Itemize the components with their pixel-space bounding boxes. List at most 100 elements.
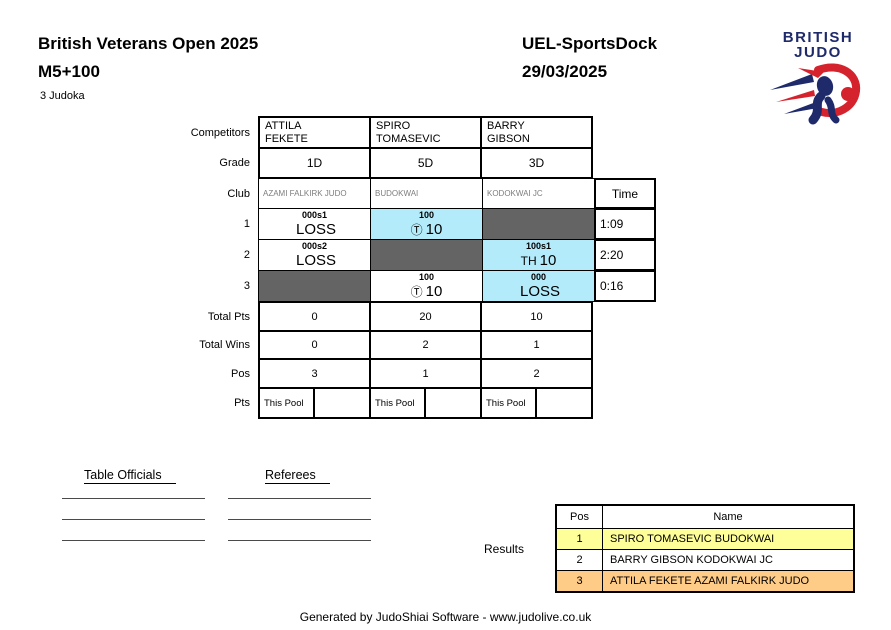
total-pts-cell: 20 [369,301,482,332]
competitor-first-name: BARRY [487,120,525,132]
total-wins-cell: 0 [258,330,371,360]
match-score-code: 100 [418,272,435,282]
row-label-total-wins: Total Wins [199,339,250,351]
pos-cell: 3 [258,358,371,389]
match-result-prefix: Ⓣ [410,285,423,299]
result-name: BARRY GIBSON KODOKWAI JC [610,554,773,566]
pool-row-grade: Grade 1D 5D 3D [194,147,656,179]
grade-cell: 5D [369,147,482,179]
competitor-last-name: GIBSON [487,133,530,145]
signature-line [62,519,205,520]
total-pts-cell: 10 [480,301,593,332]
result-position: 2 [557,550,603,570]
time-column-header: Time [594,178,656,209]
pool-row-total-pts: Total Pts 0 20 10 [194,301,656,332]
logo-word-judo: JUDO [794,44,842,61]
row-label-club: Club [227,187,250,200]
pts-column: This Pool [480,387,593,419]
club-cell: AZAMI FALKIRK JUDO [258,178,371,209]
referees-signature-lines [228,498,371,561]
pts-empty-cell [535,387,593,419]
match-score-code: 000 [530,272,547,282]
this-pool-cell: This Pool [480,387,537,419]
british-judo-logo: BRITISH JUDO [766,30,870,131]
results-table: Pos Name 1 SPIRO TOMASEVIC BUDOKWAI 2 BA… [555,504,855,593]
logo-wordmark: BRITISH JUDO [766,30,870,60]
competitor-last-name: TOMASEVIC [376,133,441,145]
match-row-number: 1 [243,218,250,230]
pool-row-competitors: Competitors ATTILA FEKETE SPIRO TOMASEVI… [191,116,656,149]
club-cell: KODOKWAI JC [482,178,595,209]
pool-row-total-wins: Total Wins 0 2 1 [194,330,656,360]
pts-empty-cell [313,387,371,419]
pool-row-pts: Pts This Pool This Pool This Pool [194,387,656,419]
event-date: 29/03/2025 [522,62,608,81]
pos-cell: 2 [480,358,593,389]
competitor-first-name: SPIRO [376,120,411,132]
results-header-name: Name [713,511,743,523]
match-unused-cell [258,270,371,302]
match-result-value: LOSS [295,221,337,238]
signature-line [62,540,205,541]
results-row: 3 ATTILA FEKETE AZAMI FALKIRK JUDO [557,570,853,591]
match-result-cell: 000 LOSS [482,270,595,302]
pts-column: This Pool [258,387,371,419]
signature-line [228,498,371,499]
competitor-name-cell: BARRY GIBSON [480,116,593,149]
match-row-number: 2 [243,249,250,261]
judoka-figure-icon [770,63,861,125]
match-unused-cell [482,208,595,240]
result-position: 1 [557,529,603,549]
match-score-code: 000s2 [301,241,328,251]
logo-word-british: BRITISH [782,29,854,46]
category-title: M5+100 [38,62,100,81]
match-row-number: 3 [243,280,250,292]
match-score-code: 000s1 [301,210,328,220]
row-label-pos: Pos [231,367,250,380]
match-result-prefix: Ⓣ [410,223,423,237]
match-result-value: 10 [425,283,443,300]
table-officials-signature-lines [62,498,205,561]
signature-line [228,519,371,520]
this-pool-cell: This Pool [369,387,426,419]
pool-row-pos: Pos 3 1 2 [194,358,656,389]
match-result-cell: 000s2 LOSS [258,239,371,271]
total-wins-cell: 1 [480,330,593,360]
total-pts-cell: 0 [258,301,371,332]
grade-cell: 3D [480,147,593,179]
venue-name: UEL-SportsDock [522,34,658,53]
pts-column: This Pool [369,387,482,419]
referees-heading: Referees [265,466,330,484]
competitor-last-name: FEKETE [265,133,308,145]
signature-line [228,540,371,541]
match-result-cell: 000s1 LOSS [258,208,371,240]
pool-sheet: Competitors ATTILA FEKETE SPIRO TOMASEVI… [191,116,656,419]
competitor-name-cell: SPIRO TOMASEVIC [369,116,482,149]
competitor-first-name: ATTILA [265,120,302,132]
results-header-row: Pos Name [557,506,853,528]
table-officials-heading: Table Officials [84,466,176,484]
judoka-count: 3 Judoka [40,90,85,102]
match-unused-cell [370,239,483,271]
competitor-name-cell: ATTILA FEKETE [258,116,371,149]
referees-label: Referees [265,468,330,484]
total-wins-cell: 2 [369,330,482,360]
pos-cell: 1 [369,358,482,389]
table-officials-label: Table Officials [84,468,176,484]
row-label-pts: Pts [234,397,250,409]
match-time: 1:09 [594,208,656,240]
signature-line [62,498,205,499]
match-time: 2:20 [594,239,656,271]
match-score-code: 100 [418,210,435,220]
match-result-value: LOSS [295,252,337,269]
match-result-value: 10 [539,252,557,269]
match-result-value: 10 [425,221,443,238]
result-name: SPIRO TOMASEVIC BUDOKWAI [610,533,775,545]
generator-credit: Generated by JudoShiai Software - www.ju… [299,610,592,624]
